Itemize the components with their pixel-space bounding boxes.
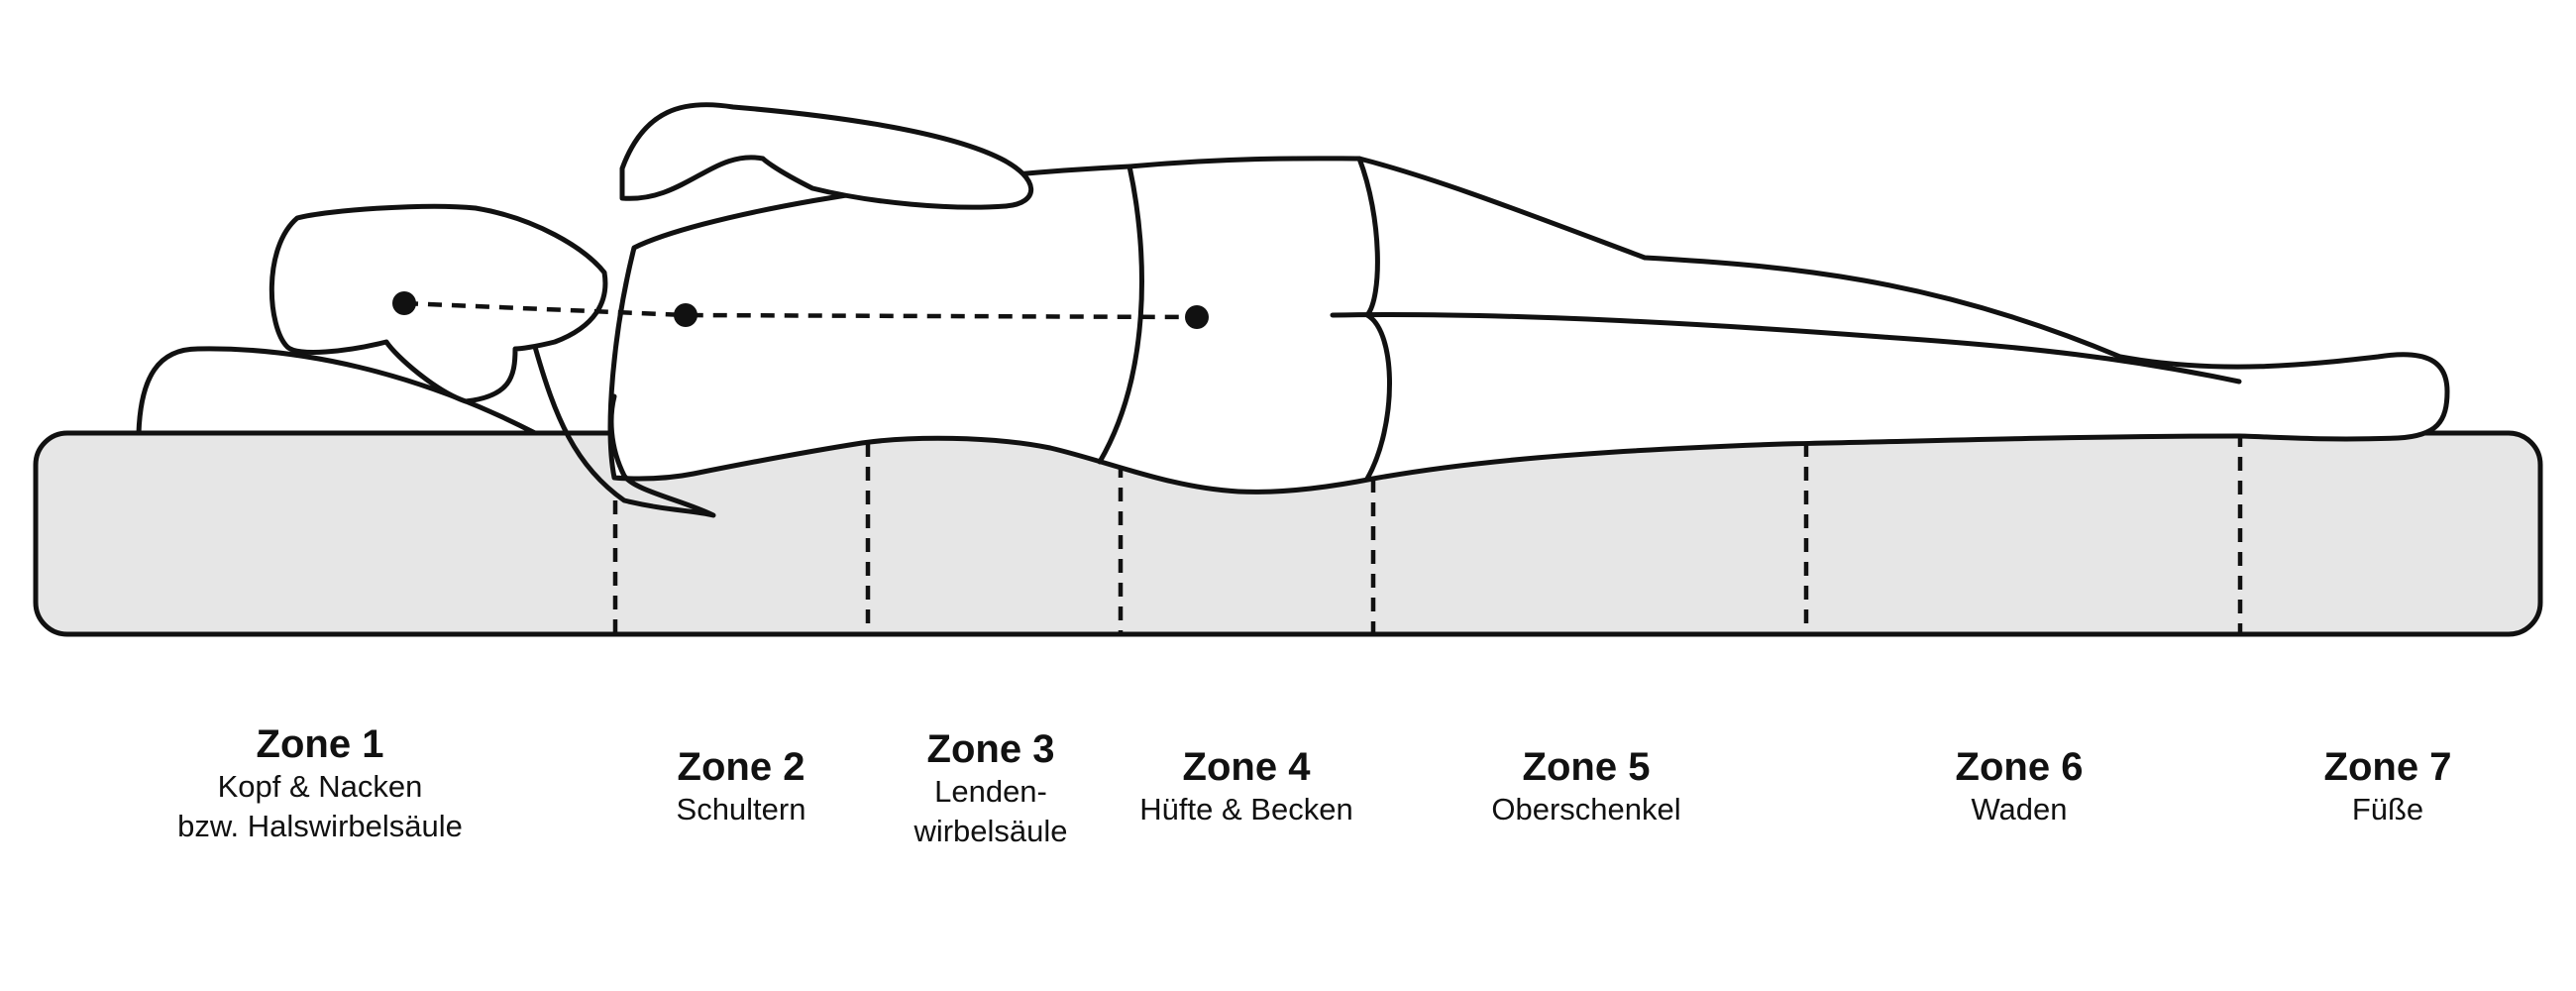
body-outline: [607, 156, 2450, 495]
zone-title: Zone 1: [256, 722, 384, 766]
arm: [619, 102, 1034, 210]
zone-description-line: Oberschenkel: [1491, 792, 1681, 826]
zone-title: Zone 4: [1182, 745, 1311, 789]
spine-alignment-line: [403, 300, 1198, 320]
zone-label-1: Zone 1 Kopf & Nacken bzw. Halswirbelsäul…: [177, 721, 463, 846]
neck: [532, 344, 716, 518]
zone-description-line: bzw. Halswirbelsäule: [177, 809, 463, 843]
zone-title: Zone 7: [2323, 745, 2452, 789]
spine-point-hip: [1185, 305, 1209, 329]
zone-title: Zone 2: [677, 745, 805, 789]
zone-title: Zone 5: [1522, 745, 1651, 789]
zone-description-line: Lenden-: [934, 774, 1047, 809]
zone-label-5: Zone 5 Oberschenkel: [1491, 744, 1680, 829]
zone-description-line: wirbelsäule: [913, 814, 1068, 848]
zone-label-2: Zone 2 Schultern: [677, 744, 806, 829]
spine-alignment: [392, 291, 1209, 329]
zone-description-line: Hüfte & Becken: [1139, 792, 1353, 826]
zone-description-line: Kopf & Nacken: [217, 769, 423, 804]
spine-point-shoulder: [674, 303, 698, 327]
zone-dividers: [612, 433, 2243, 634]
zone-title: Zone 3: [926, 727, 1055, 771]
zone-description-line: Schultern: [676, 792, 806, 826]
waist-line: [1097, 164, 1144, 465]
spine-point-head: [392, 291, 416, 315]
zone-label-4: Zone 4 Hüfte & Becken: [1139, 744, 1352, 829]
thigh-line: [1330, 311, 2242, 385]
zone-description-line: Waden: [1971, 792, 2068, 826]
zone-title: Zone 6: [1955, 745, 2084, 789]
zone-label-3: Zone 3 Lenden- wirbelsäule: [913, 726, 1067, 851]
zone-label-6: Zone 6 Waden: [1956, 744, 2084, 829]
zone-label-7: Zone 7 Füße: [2324, 744, 2452, 829]
zone-description-line: Füße: [2351, 792, 2424, 826]
